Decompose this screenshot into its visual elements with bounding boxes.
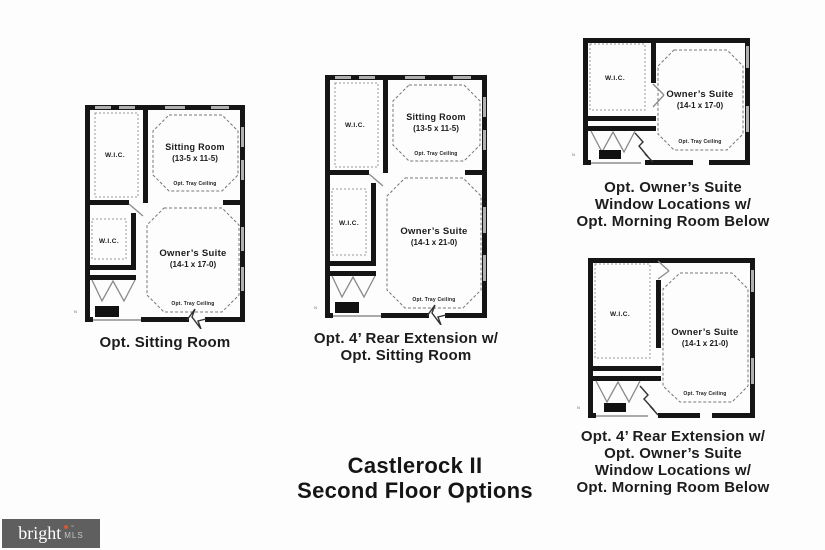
door-swings [331,173,384,299]
logo-wordmark: bright [18,522,62,543]
room-dims-owner: (14-1 x 17-0) [677,101,724,110]
fireplace-mark [95,306,119,317]
floorplan-rear-extension-window-locations: N W.I.C. Owner’s Suite (14-1 x 21-0) Opt… [577,258,755,418]
room-label-wic: W.I.C. [105,152,125,159]
walls [588,258,755,418]
room-dims-owner: (14-1 x 21-0) [411,238,458,247]
north-mark: N [74,309,77,314]
room-name-sitting: Sitting Room [406,112,466,122]
window-segments [746,46,749,132]
wic-shelving-dotted [594,263,651,359]
tray-ceiling-outline [657,49,744,151]
bottom-threshold-line [591,162,641,164]
room-dims-sitting: (13-5 x 11-5) [413,124,459,133]
sheet-title: Castlerock II Second Floor Options [245,453,585,503]
sheet-title-line2: Second Floor Options [297,478,533,503]
room-dims-sitting: (13-5 x 11-5) [172,154,218,163]
floorplan-rear-extension-sitting-room: N W.I.C. W.I.C. Sitting Room (13-5 x 11-… [314,75,487,325]
wall-break-zigzag [186,308,207,329]
wic-shelving-dotted [331,82,379,256]
room-name-sitting: Sitting Room [165,142,225,152]
door-swings [595,260,670,404]
tray-ceiling-note: Opt. Tray Ceiling [171,301,214,307]
plan-caption-1: Opt. Sitting Room [55,334,275,351]
room-dims-owner: (14-1 x 17-0) [170,260,217,269]
tray-ceiling-note: Opt. Tray Ceiling [412,297,455,303]
door-swings [91,203,144,303]
window-segments [751,270,754,384]
tray-ceiling-note: Opt. Tray Ceiling [678,139,721,145]
caption-line: Opt. 4’ Rear Extension w/ [313,330,499,347]
tray-ceiling-outline [152,114,239,192]
north-mark: N [314,305,317,310]
room-label-wic: W.I.C. [605,75,625,82]
caption-line: Window Locations w/ [594,462,752,479]
floorplan-opt-sitting-room: N W.I.C. W.I.C. Sitting Room (13-5 x 11-… [74,105,245,329]
room-label-wic: W.I.C. [339,220,359,227]
caption-line: Opt. Morning Room Below [576,479,770,496]
tray-ceiling-note: Opt. Tray Ceiling [173,181,216,187]
plan-caption-4: Opt. 4’ Rear Extension w/ Opt. Owner’s S… [538,428,808,496]
brightmls-logo: bright ™ MLS [2,519,100,548]
room-label-wic: W.I.C. [99,238,119,245]
room-name-owner: Owner’s Suite [400,226,467,237]
caption-line: Opt. Owner’s Suite [604,445,742,462]
sheet-title-line1: Castlerock II [347,453,483,478]
caption-line: Opt. Sitting Room [99,334,231,351]
door-swings [590,83,665,154]
caption-line: Opt. Sitting Room [340,347,472,364]
wall-break-zigzag [634,132,654,163]
logo-suffix: MLS [64,531,84,540]
caption-line: Opt. Morning Room Below [576,213,770,230]
bottom-threshold-line [596,415,648,417]
room-name-owner: Owner’s Suite [671,327,738,338]
fireplace-mark [599,150,621,159]
room-name-owner: Owner’s Suite [159,248,226,259]
caption-line: Opt. Owner’s Suite [604,179,742,196]
fireplace-mark [604,403,626,412]
room-dims-owner: (14-1 x 21-0) [682,339,729,348]
wall-break-zigzag [426,304,447,325]
tray-ceiling-outline [146,207,240,313]
tray-ceiling-note: Opt. Tray Ceiling [683,391,726,397]
room-name-owner: Owner’s Suite [666,89,733,100]
walls [583,38,750,165]
wic-shelving-dotted [91,112,139,260]
wall-break-zigzag [639,385,659,416]
tray-ceiling-outline [392,84,481,162]
caption-line: Window Locations w/ [594,196,752,213]
caption-line: Opt. 4’ Rear Extension w/ [580,428,766,445]
window-segments [335,76,486,281]
room-label-wic: W.I.C. [345,122,365,129]
room-label-wic: W.I.C. [610,311,630,318]
tray-ceiling-note: Opt. Tray Ceiling [414,151,457,157]
bottom-threshold-line [333,315,381,317]
tray-ceiling-outline [386,177,482,309]
north-mark: N [572,152,575,157]
fireplace-mark [335,302,359,313]
plan-caption-2: Opt. 4’ Rear Extension w/ Opt. Sitting R… [266,330,546,364]
plan-caption-3: Opt. Owner’s Suite Window Locations w/ O… [538,179,808,230]
logo-trademark: ™ [70,524,74,529]
wic-shelving-dotted [589,43,646,111]
window-segments [95,106,244,291]
logo-flame-icon [64,525,68,529]
north-mark: N [577,405,580,410]
floorplan-window-locations: N W.I.C. Owner’s Suite (14-1 x 17-0) Opt… [572,38,750,165]
bottom-threshold-line [93,319,141,321]
